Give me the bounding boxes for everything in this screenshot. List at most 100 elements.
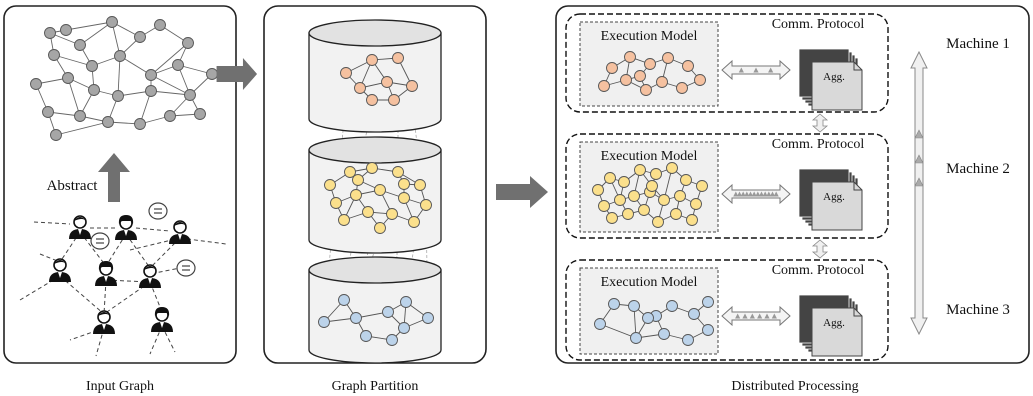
agg-sheet: [811, 61, 863, 111]
message-triangle: [749, 313, 755, 319]
graph-node: [172, 59, 184, 71]
message-triangle: [773, 191, 779, 197]
machine-label-3: Machine 3: [946, 302, 1010, 318]
execution-node: [604, 172, 616, 184]
message-triangle: [738, 67, 744, 73]
graph-node: [60, 24, 72, 36]
graph-node: [145, 69, 157, 81]
chat-bubble-icon: [176, 259, 196, 277]
input-graph-panel: Abstract: [3, 5, 237, 364]
bus-triangles: [914, 129, 924, 187]
graph-edge: [117, 55, 121, 97]
execution-node: [640, 84, 652, 96]
social-edge: [149, 325, 163, 355]
execution-node: [662, 52, 674, 64]
execution-node: [686, 214, 698, 226]
agg-label: Agg.: [823, 317, 845, 329]
execution-node: [618, 176, 630, 188]
execution-node: [598, 80, 610, 92]
execution-node: [658, 194, 670, 206]
cylinder-top: [308, 256, 442, 284]
execution-node: [694, 74, 706, 86]
agg-sheet: [811, 181, 863, 231]
inter-machine-arrow: [811, 239, 829, 259]
person-icon: [49, 258, 71, 282]
partition-node: [420, 199, 432, 211]
graph-node: [154, 19, 166, 31]
graph-edge: [119, 55, 152, 76]
execution-node: [642, 312, 654, 324]
abstract-arrow: [98, 153, 130, 202]
graph-node: [164, 110, 176, 122]
execution-node: [682, 334, 694, 346]
inter-machine-arrow: [811, 113, 829, 133]
graph-node: [184, 89, 196, 101]
execution-node: [598, 200, 610, 212]
execution-node: [606, 62, 618, 74]
agg-sheet: [811, 307, 863, 357]
partition-node: [392, 52, 404, 64]
execution-node: [628, 300, 640, 312]
person-icon: [69, 215, 91, 239]
message-triangle: [753, 67, 759, 73]
social-edge: [161, 325, 176, 353]
comm-protocol-label: Comm. Protocol: [772, 263, 865, 278]
partition-node: [366, 162, 378, 174]
graph-node: [50, 129, 62, 141]
execution-node: [702, 296, 714, 308]
message-triangle: [735, 313, 741, 319]
execution-node: [628, 190, 640, 202]
execution-node: [634, 164, 646, 176]
execution-node: [592, 184, 604, 196]
graph-node: [194, 108, 206, 120]
graph-node: [106, 16, 118, 28]
social-edge: [103, 279, 107, 315]
message-triangle: [766, 191, 772, 197]
graph-edge: [150, 74, 191, 96]
partition-node: [388, 94, 400, 106]
person-icon: [93, 310, 115, 334]
comm-protocol-label: Comm. Protocol: [772, 17, 865, 32]
graph-node: [88, 84, 100, 96]
partition-node: [324, 179, 336, 191]
right-arrow-1: [216, 58, 258, 90]
execution-node: [620, 74, 632, 86]
message-arrow: [721, 183, 791, 205]
graph-edge: [65, 21, 113, 31]
execution-node: [688, 308, 700, 320]
machine-box: [565, 13, 889, 113]
partition-node: [400, 296, 412, 308]
execution-node: [622, 208, 634, 220]
execution-node: [634, 70, 646, 82]
graph-partition-caption: Graph Partition: [332, 379, 419, 394]
machine-label-2: Machine 2: [946, 161, 1010, 177]
abstract-label: Abstract: [47, 178, 99, 194]
partition-node: [398, 178, 410, 190]
cylinder-yellow: [308, 136, 442, 254]
graph-node: [102, 116, 114, 128]
cylinder-top: [308, 136, 442, 164]
execution-node: [594, 318, 606, 330]
comm-protocol-label: Comm. Protocol: [772, 137, 865, 152]
message-triangle: [768, 67, 774, 73]
message-triangle: [736, 191, 743, 197]
graph-node: [30, 78, 42, 90]
input-graph-caption: Input Graph: [86, 379, 154, 394]
execution-node: [670, 208, 682, 220]
machine-bus-arrow: [910, 50, 928, 336]
execution-node: [646, 180, 658, 192]
partition-node: [381, 76, 393, 88]
message-triangle: [762, 191, 768, 197]
message-triangle: [747, 191, 754, 197]
execution-node: [702, 324, 714, 336]
execution-node: [690, 198, 702, 210]
message-triangle: [771, 313, 777, 319]
execution-model-label: Execution Model: [601, 149, 698, 164]
execution-node: [606, 212, 618, 224]
partition-cylinders: [308, 19, 442, 364]
message-triangle: [751, 191, 757, 197]
